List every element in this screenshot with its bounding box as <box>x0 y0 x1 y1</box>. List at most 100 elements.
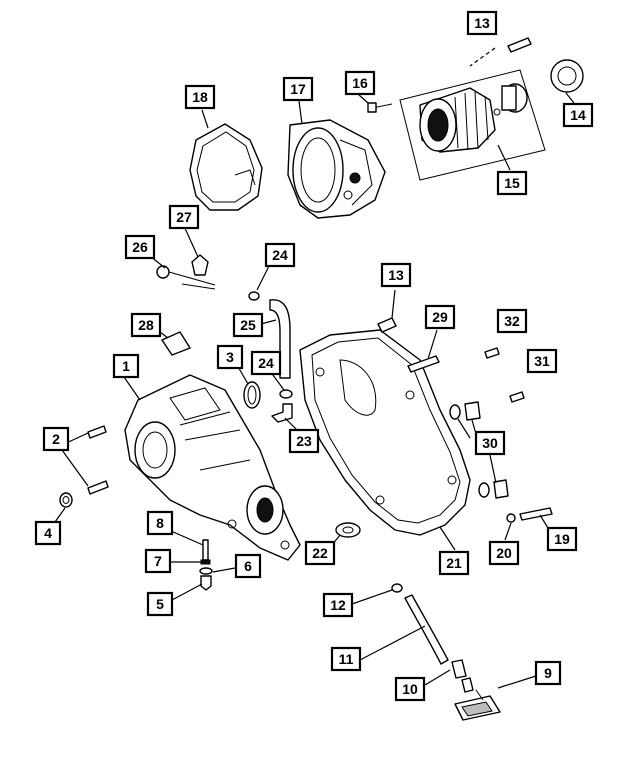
part-10-connector <box>451 659 474 693</box>
callout-11-label: 11 <box>339 651 354 667</box>
callout-16: 16 <box>344 70 376 96</box>
part-25-vent-hose <box>269 299 291 379</box>
part-9-sensor <box>454 689 501 721</box>
part-21-rear-case <box>299 329 471 536</box>
callout-26-label: 26 <box>132 239 148 255</box>
part-1-front-case <box>124 374 301 561</box>
callout-21: 21 <box>438 550 470 576</box>
callout-7-label: 7 <box>154 553 162 569</box>
callout-15-label: 15 <box>504 175 520 191</box>
part-17-extension-housing <box>287 119 386 219</box>
callout-10-label: 10 <box>402 681 418 697</box>
callout-12: 12 <box>322 592 354 618</box>
leader-lines <box>54 92 575 689</box>
callout-30: 30 <box>474 430 506 456</box>
part-15-boot-assembly <box>399 69 546 181</box>
callout-18-label: 18 <box>192 89 208 105</box>
callout-13-top-label: 13 <box>474 15 490 31</box>
part-28-bracket <box>161 331 191 356</box>
part-5-plug <box>200 575 212 591</box>
callout-14: 14 <box>562 102 594 128</box>
callout-21-label: 21 <box>446 555 462 571</box>
callout-14-label: 14 <box>570 107 586 123</box>
callout-30-label: 30 <box>482 435 498 451</box>
part-13-stud-top <box>507 37 532 53</box>
part-14-seal <box>550 59 584 93</box>
callout-17-label: 17 <box>290 81 306 97</box>
callout-22: 22 <box>304 540 336 566</box>
callout-24-lower-label: 24 <box>258 355 274 371</box>
callout-31: 31 <box>526 348 558 374</box>
callout-4: 4 <box>34 520 62 546</box>
callout-17: 17 <box>282 76 314 102</box>
callout-7: 7 <box>144 548 172 574</box>
callout-32-label: 32 <box>504 313 520 329</box>
callout-3: 3 <box>216 344 244 370</box>
callout-23: 23 <box>288 428 320 454</box>
part-12-o-ring <box>391 583 403 593</box>
callout-19-label: 19 <box>554 531 570 547</box>
part-2-studs <box>87 425 109 495</box>
callout-4-label: 4 <box>44 525 52 541</box>
part-24-o-ring-upper <box>248 291 260 301</box>
part-4-nut <box>59 492 73 508</box>
callout-8: 8 <box>146 510 174 536</box>
callout-13-middle-label: 13 <box>388 267 404 283</box>
callout-24-lower: 24 <box>250 350 282 376</box>
callout-19: 19 <box>546 526 578 552</box>
part-22-washer <box>335 522 361 538</box>
callout-20: 20 <box>488 540 520 566</box>
part-27-clip <box>181 254 216 290</box>
part-31-bolt <box>509 391 525 403</box>
callout-31-label: 31 <box>534 353 550 369</box>
callout-6: 6 <box>234 553 262 579</box>
part-11-tube <box>404 594 449 665</box>
callout-18: 18 <box>184 84 216 110</box>
callout-9-label: 9 <box>544 665 552 681</box>
callout-32: 32 <box>496 308 528 334</box>
callout-22-label: 22 <box>312 545 328 561</box>
part-24-o-ring-lower <box>279 389 293 399</box>
part-6-gasket <box>199 567 213 575</box>
part-19-bolt <box>519 507 553 521</box>
part-8-pin <box>202 539 209 561</box>
callout-1-label: 1 <box>122 358 130 374</box>
callout-1: 1 <box>112 353 140 379</box>
callout-9: 9 <box>534 660 562 686</box>
callout-6-label: 6 <box>244 558 252 574</box>
callout-24-upper-label: 24 <box>272 247 288 263</box>
callout-10: 10 <box>394 676 426 702</box>
callout-13-top: 13 <box>466 10 498 36</box>
part-18-gasket <box>189 123 263 211</box>
callout-12-label: 12 <box>330 597 346 613</box>
callout-3-label: 3 <box>226 349 234 365</box>
callout-27-label: 27 <box>176 209 192 225</box>
callout-5-label: 5 <box>156 596 164 612</box>
callout-27: 27 <box>168 204 200 230</box>
callout-25-label: 25 <box>240 317 256 333</box>
callout-13-middle: 13 <box>380 262 412 288</box>
callout-29-label: 29 <box>432 309 448 325</box>
callout-23-label: 23 <box>296 433 312 449</box>
callout-28-label: 28 <box>138 317 154 333</box>
part-32-bolt <box>484 347 500 359</box>
part-16-bolt <box>367 102 393 113</box>
part-13-bolt-middle <box>377 317 397 333</box>
callout-15: 15 <box>496 170 528 196</box>
callout-16-label: 16 <box>352 75 368 91</box>
part-23-fitting <box>271 403 293 423</box>
part-7-ring <box>200 559 211 565</box>
callout-20-label: 20 <box>496 545 512 561</box>
callout-11: 11 <box>330 646 362 672</box>
callout-24-upper: 24 <box>264 242 296 268</box>
part-29-stud <box>407 355 440 373</box>
callout-28: 28 <box>130 312 162 338</box>
callout-29: 29 <box>424 304 456 330</box>
callout-26: 26 <box>124 234 156 260</box>
part-3-snap-ring <box>243 381 261 409</box>
part-20-washer <box>506 513 516 523</box>
callout-5: 5 <box>146 591 174 617</box>
callout-8-label: 8 <box>156 515 164 531</box>
part-30-plugs <box>449 401 509 499</box>
